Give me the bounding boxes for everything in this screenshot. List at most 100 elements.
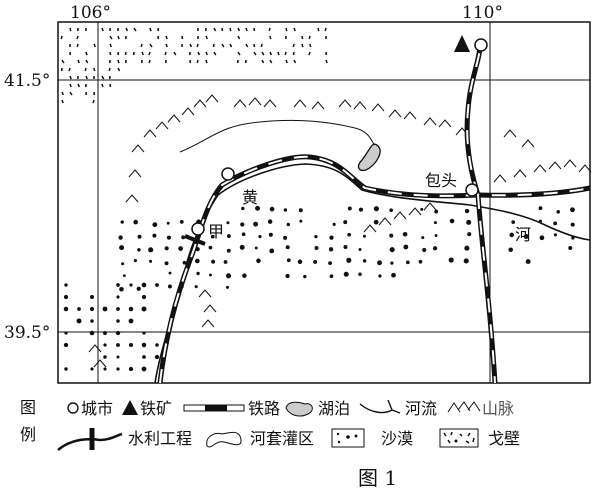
legend-label-water-project: 水利工程 xyxy=(128,429,192,448)
gobi-mark xyxy=(253,43,256,48)
mountain-symbol xyxy=(201,319,215,328)
desert-dot xyxy=(402,231,408,237)
desert-dot xyxy=(103,331,107,335)
desert-dot xyxy=(133,258,137,263)
desert-dot xyxy=(63,294,69,300)
desert-dot xyxy=(267,219,273,224)
legend-title-1: 图 xyxy=(20,398,36,417)
mountain-symbol xyxy=(198,289,212,298)
desert-dot xyxy=(328,261,332,266)
mountain-symbol xyxy=(143,129,157,138)
mountain-symbol xyxy=(311,101,325,110)
desert-dot xyxy=(136,286,141,291)
mountain-icon xyxy=(447,401,481,413)
desert-dot xyxy=(242,273,247,278)
desert-dot xyxy=(253,221,259,227)
desert-dot xyxy=(570,207,575,213)
desert-area xyxy=(63,205,575,372)
city-baotou-marker xyxy=(465,183,479,197)
gobi-mark xyxy=(148,59,151,64)
gobi-mark xyxy=(109,51,112,56)
desert-dot xyxy=(121,262,125,266)
desert-dot xyxy=(332,222,336,226)
gobi-mark xyxy=(205,35,208,40)
legend-title-2: 例 xyxy=(20,425,36,444)
desert-dot xyxy=(128,318,134,324)
gobi-mark xyxy=(205,51,208,56)
desert-dot xyxy=(103,355,107,359)
gobi-mark xyxy=(293,59,297,64)
desert-dot xyxy=(464,245,470,251)
desert-dot xyxy=(418,259,423,264)
desert-dot xyxy=(434,209,439,214)
desert-dot xyxy=(421,236,425,240)
desert-dot xyxy=(553,233,557,237)
desert-dot xyxy=(178,246,184,251)
desert-dot xyxy=(358,247,362,251)
desert-dot xyxy=(142,331,146,335)
mountain-symbol xyxy=(248,97,262,106)
desert-dot xyxy=(269,206,275,212)
desert-dot xyxy=(116,367,120,371)
mountain-symbol xyxy=(563,159,577,168)
iron-mine-triangle-icon xyxy=(122,400,138,415)
figure-caption: 图 1 xyxy=(358,466,397,490)
mountain-symbol xyxy=(293,99,307,108)
gobi-mark xyxy=(269,35,272,40)
desert-dot xyxy=(63,306,69,312)
desert-dot xyxy=(90,367,94,371)
gobi-mark xyxy=(292,51,295,56)
gobi-mark xyxy=(245,27,248,32)
lon-label-106: 106° xyxy=(70,3,111,23)
desert-dot xyxy=(329,235,334,240)
gobi-mark xyxy=(77,59,80,64)
desert-dot xyxy=(403,244,409,250)
desert-dot xyxy=(358,272,362,277)
gobi-mark xyxy=(133,27,137,32)
mountain-symbol xyxy=(513,169,527,178)
mountain-symbol xyxy=(193,99,207,108)
desert-dot xyxy=(568,246,573,251)
map-frame xyxy=(57,21,591,384)
gobi-mark xyxy=(268,27,271,32)
gobi-mark xyxy=(292,43,295,48)
mountain-symbol xyxy=(167,114,181,123)
desert-dot xyxy=(148,247,154,253)
desert-dot xyxy=(64,283,68,287)
desert-dot xyxy=(268,232,273,237)
mountain-symbol xyxy=(578,164,592,173)
mountain-symbol xyxy=(388,109,402,118)
desert-dot xyxy=(64,367,68,371)
gobi-mark xyxy=(285,59,288,64)
gobi-mark xyxy=(284,51,287,56)
desert-dot xyxy=(538,206,543,211)
desert-dot xyxy=(343,245,348,249)
gobi-mark xyxy=(69,27,72,32)
legend-label-irrigation: 河套灌区 xyxy=(250,429,314,448)
desert-dot xyxy=(391,272,396,278)
gobi-mark xyxy=(68,67,71,72)
lat-label-41-5: 41.5° xyxy=(4,71,50,91)
gobi-mark xyxy=(61,91,64,96)
desert-dot xyxy=(120,220,124,224)
gobi-mark xyxy=(117,67,121,72)
gobi-mark xyxy=(109,43,113,48)
desert-dot xyxy=(389,233,394,238)
lake-icon xyxy=(285,401,313,417)
gobi-mark xyxy=(117,59,120,64)
mountain-symbol xyxy=(125,194,139,203)
mountain-symbol xyxy=(438,119,452,128)
gobi-mark xyxy=(164,51,167,56)
desert-dot xyxy=(285,273,290,279)
desert-dot xyxy=(420,207,424,211)
lake xyxy=(357,143,381,172)
desert-dot xyxy=(128,366,134,372)
mountain-symbol xyxy=(393,211,407,220)
desert-dot xyxy=(389,208,393,212)
mountain-symbol xyxy=(371,103,385,112)
desert-dot xyxy=(286,222,290,227)
gobi-mark xyxy=(93,67,96,72)
desert-dot xyxy=(539,235,545,241)
desert-dot xyxy=(255,205,260,211)
mountain-symbol xyxy=(338,99,352,108)
